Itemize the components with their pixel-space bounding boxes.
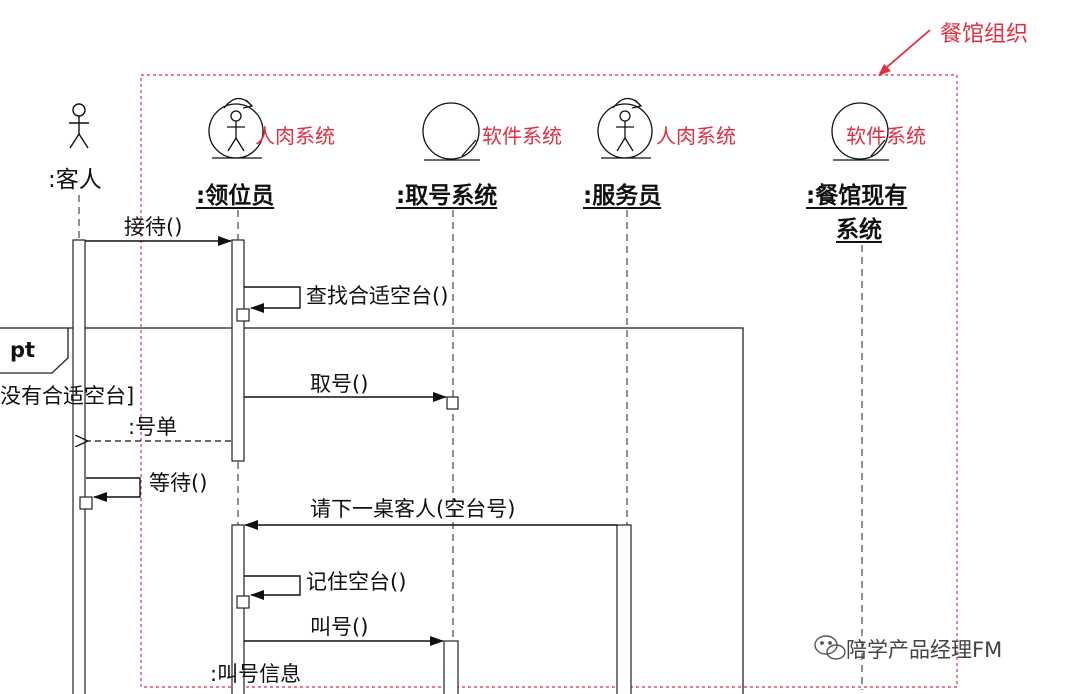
opt-fragment	[0, 327, 744, 694]
lifeline-label-existing-system: :餐馆现有	[806, 183, 908, 209]
message-label: 等待()	[149, 471, 208, 495]
worker-icon	[597, 97, 653, 159]
self-call-box	[79, 496, 93, 510]
lifeline-tag: 软件系统	[482, 124, 562, 148]
entity-icon	[831, 102, 889, 161]
message-label: 查找合适空台()	[306, 284, 449, 308]
lifeline-label-guest: :客人	[48, 167, 102, 193]
message-label: :号单	[128, 415, 178, 439]
organization-pointer-head	[878, 64, 891, 76]
message-label: 接待()	[124, 215, 183, 239]
message-arrow-find-table	[244, 286, 301, 313]
activation-bar	[231, 239, 245, 462]
message-arrow-wait	[86, 477, 141, 502]
entity-icon	[422, 102, 480, 161]
lifeline-label-host: :领位员	[196, 183, 275, 209]
organization-pointer-arrow	[879, 29, 931, 74]
actor-icon	[69, 103, 89, 149]
activation-bar	[443, 640, 459, 694]
lifeline-label-existing-system-line2: 系统	[836, 217, 882, 243]
activation-bar	[231, 524, 245, 694]
organization-label: 餐馆组织	[940, 22, 1029, 47]
wechat-icon	[814, 635, 846, 660]
fragment-guard: 没有合适空台]	[0, 384, 135, 408]
message-label: :叫号信息	[210, 662, 302, 686]
organization-boundary	[140, 74, 958, 688]
lifeline-tag: 软件系统	[846, 124, 926, 148]
message-label: 取号()	[310, 372, 369, 396]
fragment-operator: pt	[10, 338, 36, 362]
self-call-box	[236, 595, 250, 609]
worker-icon	[208, 97, 264, 159]
activation-bar	[72, 239, 86, 694]
opt-operator-tab	[0, 328, 69, 374]
self-call-box	[236, 308, 250, 322]
watermark-text: 陪学产品经理FM	[846, 638, 1003, 662]
message-label: 记住空台()	[306, 570, 407, 594]
lifeline-tag: 人肉系统	[656, 124, 736, 148]
lifeline-tag: 人肉系统	[255, 124, 335, 148]
self-call-box	[446, 396, 459, 410]
lifeline-label-ticket-system: :取号系统	[396, 183, 498, 209]
activation-bar	[616, 524, 632, 694]
message-label: 叫号()	[310, 615, 369, 639]
lifeline-label-waiter: :服务员	[583, 183, 662, 209]
message-arrow-remember-table	[244, 575, 301, 600]
message-label: 请下一桌客人(空台号)	[310, 497, 516, 521]
